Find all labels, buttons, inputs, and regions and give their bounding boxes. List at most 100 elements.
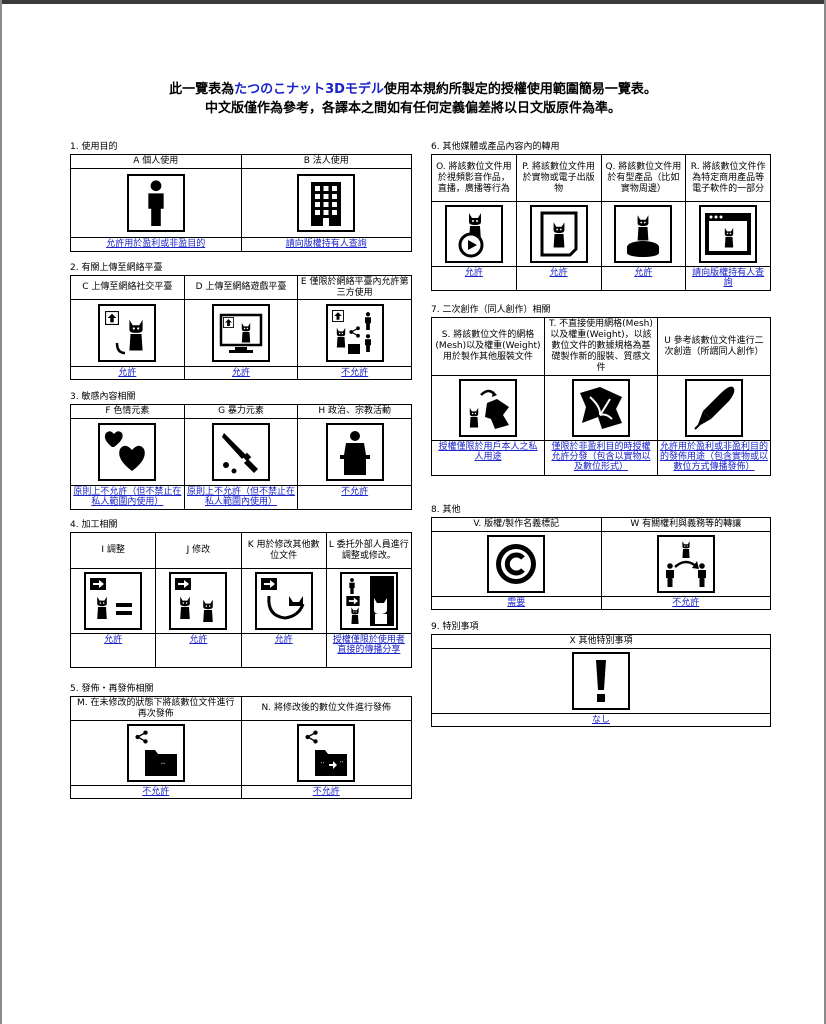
item-status[interactable]: 需要 (432, 596, 601, 609)
item-status[interactable]: 允許用於盈利或非盈目的 (71, 237, 241, 251)
section-7-derivative-works: 7. 二次創作（同人創作）相關 S. 將該數位文件的網格(Mesh)以及權重(W… (431, 305, 771, 476)
section-grid: O. 將該數位文件用於視頻影音作品，直播，廣播等行為 允許 P. 將該數位文件用… (431, 154, 771, 291)
item-O-video: O. 將該數位文件用於視頻影音作品，直播，廣播等行為 允許 (432, 155, 517, 290)
item-caption: Q. 將該數位文件用於有型產品（比如實物周邊） (601, 155, 686, 202)
section-6-other-media: 6. 其他媒體或產品內容內的轉用 O. 將該數位文件用於視頻影音作品，直播，廣播… (431, 142, 771, 291)
item-status[interactable]: 允許 (516, 266, 601, 290)
window-top-bar (0, 0, 826, 4)
section-grid: S. 將該數位文件的網格(Mesh)以及權重(Weight)用於製作其他服裝文件… (431, 317, 771, 476)
item-status[interactable]: 僅限於非盈利目的時授權允許分發（包含以實物以及數位形式） (544, 440, 657, 475)
item-F-sexual: F 色情元素 原則上不允許（但不禁止在私人範圍內使用） (71, 405, 185, 509)
section-grid: X 其他特別事項 なし (431, 634, 771, 727)
exclamation-icon (572, 652, 630, 710)
adjust-icon (84, 572, 143, 630)
section-2-upload-platform: 2. 有關上傳至網絡平臺 C 上傳至網絡社交平臺 允許 D 上傳至網絡遊戲平臺 (70, 263, 413, 380)
item-caption: N. 將修改後的數位文件進行發佈 (241, 697, 411, 721)
item-caption: S. 將該數位文件的網格(Mesh)以及權重(Weight)用於製作其他服裝文件 (432, 318, 544, 376)
section-grid: I 調整 允許 J 修改 (70, 532, 412, 668)
item-Q-physical-product: Q. 將該數位文件用於有型產品（比如實物周邊） 允許 (601, 155, 687, 290)
item-status[interactable]: 不允許 (601, 596, 770, 609)
upload-game-icon (212, 304, 270, 362)
item-status[interactable]: 原則上不允許（但不禁止在私人範圍內使用） (71, 485, 184, 509)
item-A-personal-use: A 個人使用 允許用於盈利或非盈目的 (71, 155, 242, 251)
item-caption: G 暴力元素 (184, 405, 298, 419)
video-icon (444, 205, 503, 263)
item-D-game-upload: D 上傳至網絡遊戲平臺 允許 (184, 276, 299, 379)
item-caption: X 其他特別事項 (432, 635, 770, 649)
item-status[interactable]: 允許 (71, 633, 156, 667)
software-icon (699, 205, 758, 263)
item-status[interactable]: 允許 (184, 366, 298, 379)
section-title: 1. 使用目的 (70, 142, 118, 152)
item-caption: T. 不直接使用網格(Mesh)以及權重(Weight)，以該數位文件的數據規格… (544, 318, 657, 376)
item-status[interactable]: 授權僅限於用戶本人之私人用途 (432, 440, 544, 475)
section-title: 9. 特別事項 (431, 622, 479, 632)
item-status[interactable]: 允許 (71, 366, 184, 379)
item-R-software: R. 將該數位文件作為特定商用產品等電子軟件的一部分 請向版權持有人查詢 (686, 155, 771, 290)
item-status[interactable]: 允許 (156, 633, 241, 667)
item-E-third-party: E 僅限於網絡平臺內允許第三方使用 不允許 (298, 276, 413, 379)
section-5-distribution: 5. 發佈・再發佈相關 M. 在未修改的狀態下將該數位文件進行再次發佈 不允許 … (70, 684, 412, 799)
podium-icon (325, 423, 384, 481)
building-icon (297, 174, 356, 232)
publication-icon (529, 205, 588, 263)
item-caption: U 參考該數位文件進行二次創造（所謂同人創作） (657, 318, 770, 376)
item-caption: L 委托外部人員進行調整或修改。 (326, 533, 411, 569)
outsource-icon (339, 572, 398, 630)
page-header: 此一覽表為たつのこナット3Dモデル使用本規約所製定的授權使用範圍簡易一覽表。 中… (0, 80, 826, 118)
upload-share-icon (325, 304, 384, 362)
page-left-edge (0, 0, 2, 1024)
item-status[interactable]: 不允許 (298, 366, 412, 379)
item-status[interactable]: 不允許 (241, 785, 411, 798)
item-M-redistribute: M. 在未修改的狀態下將該數位文件進行再次發佈 不允許 (71, 697, 242, 798)
item-caption: O. 將該數位文件用於視頻影音作品，直播，廣播等行為 (432, 155, 516, 202)
header-line-2: 中文版僅作為參考，各譯本之間如有任何定義偏差將以日文版原件為準。 (204, 101, 621, 116)
section-title: 8. 其他 (431, 505, 461, 515)
section-title: 2. 有關上傳至網絡平臺 (70, 263, 163, 273)
item-K-modify-other: K 用於修改其他數位文件 允許 (241, 533, 327, 667)
item-caption: F 色情元素 (71, 405, 184, 419)
product-name[interactable]: たつのこナット3Dモデル (234, 82, 384, 97)
item-caption: D 上傳至網絡遊戲平臺 (184, 276, 298, 300)
item-L-outsource: L 委托外部人員進行調整或修改。 授權僅限於使用者直接的傳播分享 (326, 533, 412, 667)
item-caption: E 僅限於網絡平臺內允許第三方使用 (298, 276, 412, 300)
item-B-corporate-use: B 法人使用 請向版權持有人查詢 (241, 155, 412, 251)
item-status[interactable]: 允許 (241, 633, 326, 667)
item-caption: H 政治、宗教活動 (298, 405, 412, 419)
redistribute-icon (126, 724, 185, 782)
section-8-other: 8. 其他 V. 版權/製作名義標記 需要 W 有關權利與義務等的轉讓 (431, 505, 771, 610)
pen-icon (684, 379, 743, 437)
item-X-special: X 其他特別事項 なし (432, 635, 771, 726)
section-grid: C 上傳至網絡社交平臺 允許 D 上傳至網絡遊戲平臺 (70, 275, 413, 380)
item-caption: A 個人使用 (71, 155, 241, 169)
item-I-adjust: I 調整 允許 (71, 533, 157, 667)
item-status[interactable]: なし (432, 713, 770, 726)
item-status[interactable]: 不允許 (298, 485, 412, 509)
distribute-modified-icon (297, 724, 356, 782)
cloth-icon (571, 379, 630, 437)
item-P-publication: P. 將該數位文件用於實物或電子出版物 允許 (516, 155, 602, 290)
upload-cat-icon (98, 304, 157, 362)
item-status[interactable]: 授權僅限於使用者直接的傳播分享 (326, 633, 411, 667)
section-grid: F 色情元素 原則上不允許（但不禁止在私人範圍內使用） G 暴力元素 (70, 404, 413, 510)
item-H-political: H 政治、宗教活動 不允許 (298, 405, 413, 509)
item-caption: W 有關權利與義務等的轉讓 (601, 518, 770, 532)
item-status[interactable]: 允許 (601, 266, 686, 290)
section-grid: M. 在未修改的狀態下將該數位文件進行再次發佈 不允許 N. 將修改後的數位文件… (70, 696, 412, 799)
item-N-distribute-modified: N. 將修改後的數位文件進行發佈 不允許 (241, 697, 412, 798)
copyright-icon (487, 535, 546, 593)
item-S-mesh-clothing: S. 將該數位文件的網格(Mesh)以及權重(Weight)用於製作其他服裝文件… (432, 318, 545, 475)
item-status[interactable]: 不允許 (71, 785, 241, 798)
item-C-social-upload: C 上傳至網絡社交平臺 允許 (71, 276, 185, 379)
item-status[interactable]: 允許 (432, 266, 516, 290)
section-title: 6. 其他媒體或產品內容內的轉用 (431, 142, 560, 152)
item-status[interactable]: 請向版權持有人查詢 (241, 237, 411, 251)
item-status[interactable]: 允許用於盈利或非盈利目的的發佈用途（包含實物或以數位方式傳播發佈） (657, 440, 770, 475)
section-title: 7. 二次創作（同人創作）相關 (431, 305, 551, 315)
item-T-new-clothing: T. 不直接使用網格(Mesh)以及權重(Weight)，以該數位文件的數據規格… (544, 318, 658, 475)
section-4-processing: 4. 加工相關 I 調整 允許 J 修改 (70, 520, 412, 668)
other-file-icon (254, 572, 313, 630)
item-status[interactable]: 請向版權持有人查詢 (686, 266, 770, 290)
item-U-fan-creation: U 參考該數位文件進行二次創造（所謂同人創作） 允許用於盈利或非盈利目的的發佈用… (657, 318, 771, 475)
item-status[interactable]: 原則上不允許（但不禁止在私人範圍內使用） (184, 485, 298, 509)
